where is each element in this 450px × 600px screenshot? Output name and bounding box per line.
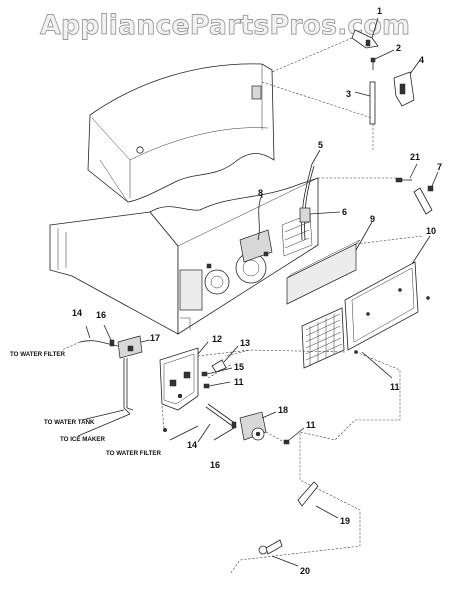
label-part-9: 9	[370, 214, 375, 224]
label-part-12: 12	[212, 334, 222, 344]
refrigerator-base	[49, 177, 319, 335]
label-part-21: 21	[410, 152, 420, 162]
part-9-filter-pad	[286, 221, 373, 305]
label-part-7: 7	[437, 162, 442, 172]
label-to-water-filter-lower: TO WATER FILTER	[106, 450, 162, 457]
watermark: AppliancePartsPros.com	[40, 10, 410, 41]
part-6-fitting	[299, 207, 341, 223]
label-part-16: 16	[96, 310, 106, 320]
label-to-ice-maker: TO ICE MAKER	[60, 436, 105, 443]
label-part-1: 1	[377, 6, 382, 16]
part-10-grille-panel	[344, 235, 431, 354]
label-part-15: 15	[234, 362, 244, 372]
part-18-valve	[239, 411, 277, 441]
part-11-screw-lower	[283, 427, 305, 445]
part-16-fitting	[103, 324, 115, 347]
label-to-water-tank: TO WATER TANK	[44, 419, 95, 426]
label-part-11-bracket: 11	[234, 377, 244, 387]
part-14-tube	[79, 325, 119, 347]
part-14-tube-lower	[205, 403, 237, 428]
label-part-3: 3	[346, 89, 351, 99]
part-2-screw	[370, 49, 395, 70]
label-part-11-grille: 11	[390, 382, 400, 392]
routing-labels: TO WATER FILTER TO WATER TANK TO ICE MAK…	[10, 351, 162, 457]
label-part-10: 10	[426, 226, 436, 236]
top-cover-panel	[87, 63, 275, 203]
part-3-rod	[354, 81, 376, 125]
part-16-fitting-lower	[213, 421, 237, 441]
part-17-valve	[117, 335, 151, 359]
label-part-13: 13	[240, 338, 250, 348]
label-part-5: 5	[318, 140, 323, 150]
part-20-fitting	[258, 539, 299, 567]
label-part-17: 17	[150, 333, 160, 343]
part-19-bracket	[297, 481, 339, 519]
label-part-6: 6	[342, 207, 347, 217]
part-21-screw	[395, 163, 418, 183]
part-4-clip	[393, 59, 421, 107]
label-part-18: 18	[278, 405, 288, 415]
part-12-bracket	[159, 341, 209, 411]
part-number-labels: 1 2 3 4 5 6 7 8 9 10 11 12 13 14 15 16 1…	[72, 6, 442, 576]
part-13-clip	[211, 345, 239, 373]
part-grille-vents	[301, 307, 345, 369]
part-7-handle	[413, 171, 439, 215]
label-part-16-lower: 16	[210, 460, 220, 470]
part-5-tube	[301, 149, 321, 241]
label-part-11-valve: 11	[306, 420, 316, 430]
label-part-8: 8	[258, 188, 263, 198]
part-1-bracket	[351, 17, 379, 49]
label-part-20: 20	[300, 566, 310, 576]
vertical-water-line	[77, 358, 134, 437]
label-part-14-lower: 14	[187, 440, 197, 450]
label-part-4: 4	[419, 55, 424, 65]
label-to-water-filter-upper: TO WATER FILTER	[10, 351, 66, 358]
part-11-screw-left	[203, 381, 231, 389]
label-part-14: 14	[72, 308, 82, 318]
label-part-19: 19	[340, 516, 350, 526]
part-8-wire-harness	[257, 194, 263, 241]
label-part-2: 2	[396, 43, 401, 53]
